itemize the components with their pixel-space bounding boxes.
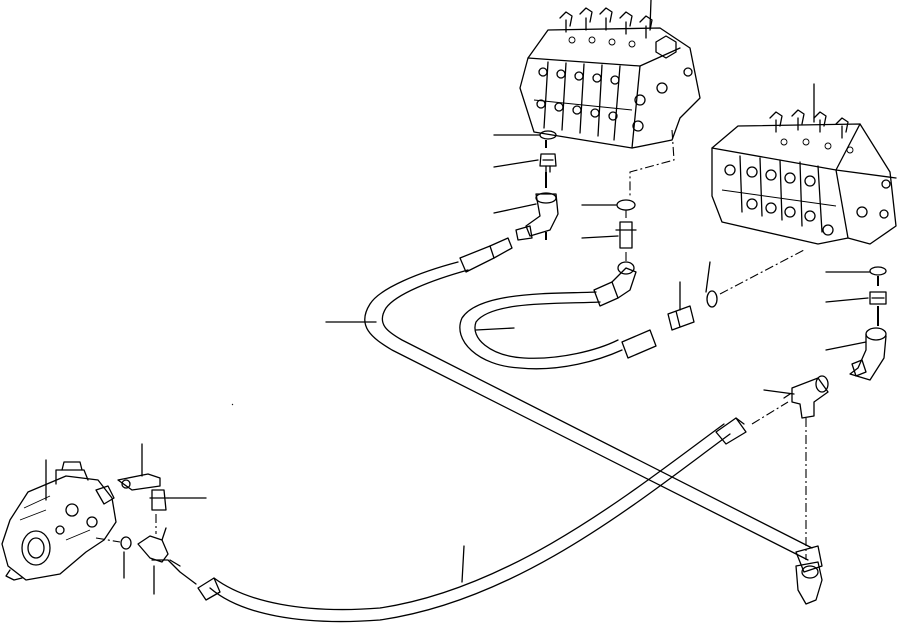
callout-leader [763, 389, 795, 395]
callout-leader [705, 261, 711, 293]
fitting-stack-upper-icon [515, 130, 559, 241]
callout-leader [649, 0, 652, 29]
elbow-fitting-icon [865, 327, 887, 341]
control-valve-upper-icon [519, 7, 701, 149]
o-ring-icon [616, 199, 636, 211]
callout-leader [461, 545, 465, 583]
fitting-stack-right-icon [667, 249, 887, 381]
tee-fitting-icon [137, 535, 169, 563]
elbow-fitting-lower-icon [795, 561, 823, 605]
callout-leader [493, 159, 539, 168]
callout-leader [493, 203, 537, 214]
callout-leader [825, 297, 869, 303]
pump-fittings-icon [95, 473, 181, 567]
hose-front-icon [151, 417, 747, 623]
fitting-stack-center-icon [615, 129, 675, 262]
callout-leader [581, 235, 619, 239]
callout-leaders [45, 0, 871, 595]
flange-icon [121, 479, 131, 489]
connector-icon [869, 291, 887, 305]
callout-leader [475, 327, 515, 331]
connector-icon [615, 221, 637, 249]
hydraulic-pump-icon [1, 461, 117, 581]
hose-short-loop-icon [459, 261, 657, 370]
connector-icon [667, 305, 695, 331]
o-ring-icon [120, 536, 132, 550]
stray-mark [231, 403, 234, 406]
tee-fitting-icon [751, 375, 829, 560]
connector-icon [149, 489, 169, 511]
callout-leader [825, 341, 867, 351]
connector-icon [539, 153, 557, 167]
hose-long-loop-icon [364, 237, 823, 573]
o-ring-icon [706, 290, 718, 308]
o-ring-icon [869, 266, 887, 276]
control-valve-lower-icon [711, 109, 897, 245]
